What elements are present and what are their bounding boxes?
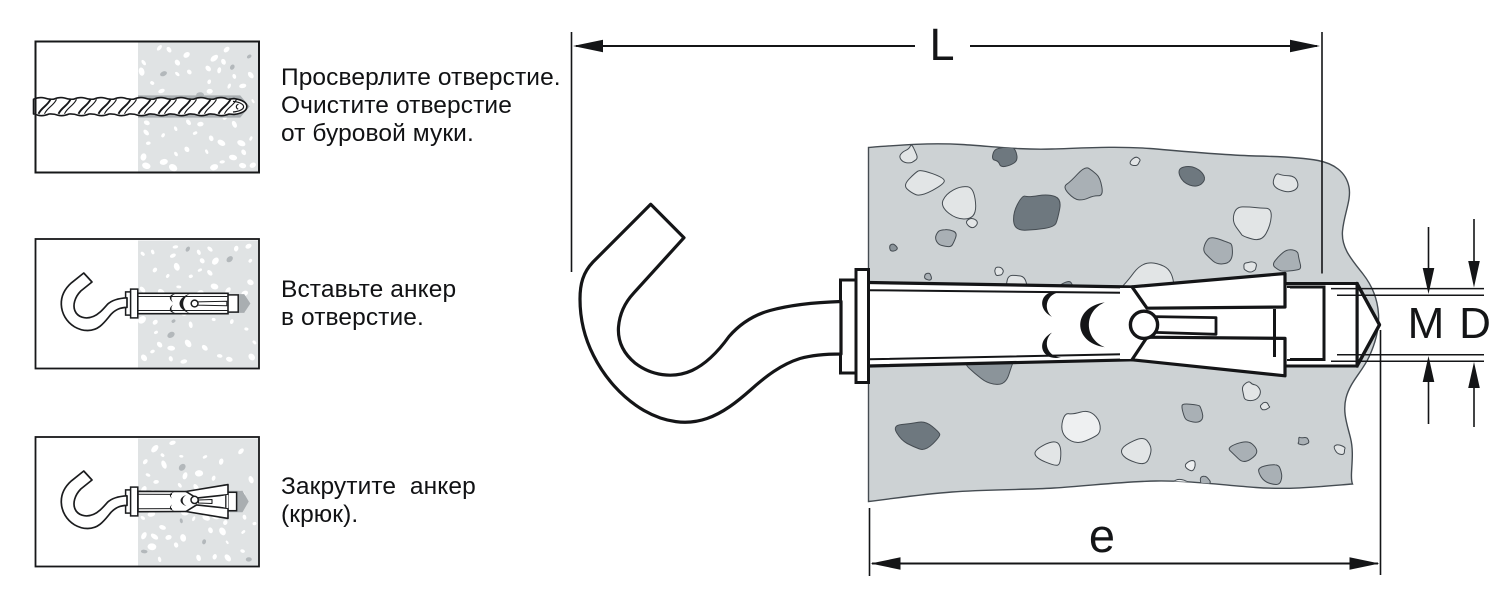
step-3-box-border (34, 436, 260, 568)
anchor-sleeve (868, 280, 1134, 368)
step-3-text: Закрутите анкер(крюк). (281, 473, 476, 529)
step-2-box-border (34, 238, 260, 370)
anchor-end-nut (1287, 285, 1326, 361)
step-1-concrete-speckles (138, 45, 256, 172)
step-3-figure (34, 436, 260, 568)
step-2-line-2: в отверстие. (281, 304, 424, 331)
anchor-pin (1128, 309, 1218, 341)
step-2-figure (34, 238, 260, 370)
expansion-arms (1130, 271, 1287, 378)
anchor-washer (839, 268, 870, 384)
dimension-labels: L e M D (929, 19, 1490, 562)
step-1-line-2: Очистите отверстие (281, 92, 512, 119)
step-3-line-1: Закрутите анкер (281, 473, 476, 500)
label-L: L (929, 19, 954, 70)
anchor-hook (578, 202, 843, 424)
step-2-line-1: Вставьте анкер (281, 276, 457, 303)
step-3-line-2: (крюк). (281, 501, 359, 528)
step-1-figure (32, 40, 260, 174)
main-diagram (578, 143, 1382, 503)
label-M: M (1408, 299, 1445, 348)
step-2-anchor (60, 272, 251, 332)
dimension-lines (570, 32, 1484, 576)
dimension-L (570, 32, 1323, 274)
step-3-anchor (60, 470, 249, 530)
label-e: e (1089, 509, 1115, 562)
step-1-line-1: Просверлите отверстие. (281, 64, 561, 91)
dimension-e (868, 330, 1382, 576)
step-1-line-3: от буровой муки. (281, 120, 474, 147)
anchor-end-assembly (1283, 281, 1382, 368)
label-D: D (1459, 299, 1491, 348)
step-1-box-border (34, 40, 260, 174)
drill-bit (32, 96, 248, 117)
step-1-text: Просверлите отверстие.Очистите отверстие… (281, 64, 561, 148)
crescent-slits (1042, 291, 1105, 358)
dimension-M-D-lines (1331, 219, 1484, 427)
